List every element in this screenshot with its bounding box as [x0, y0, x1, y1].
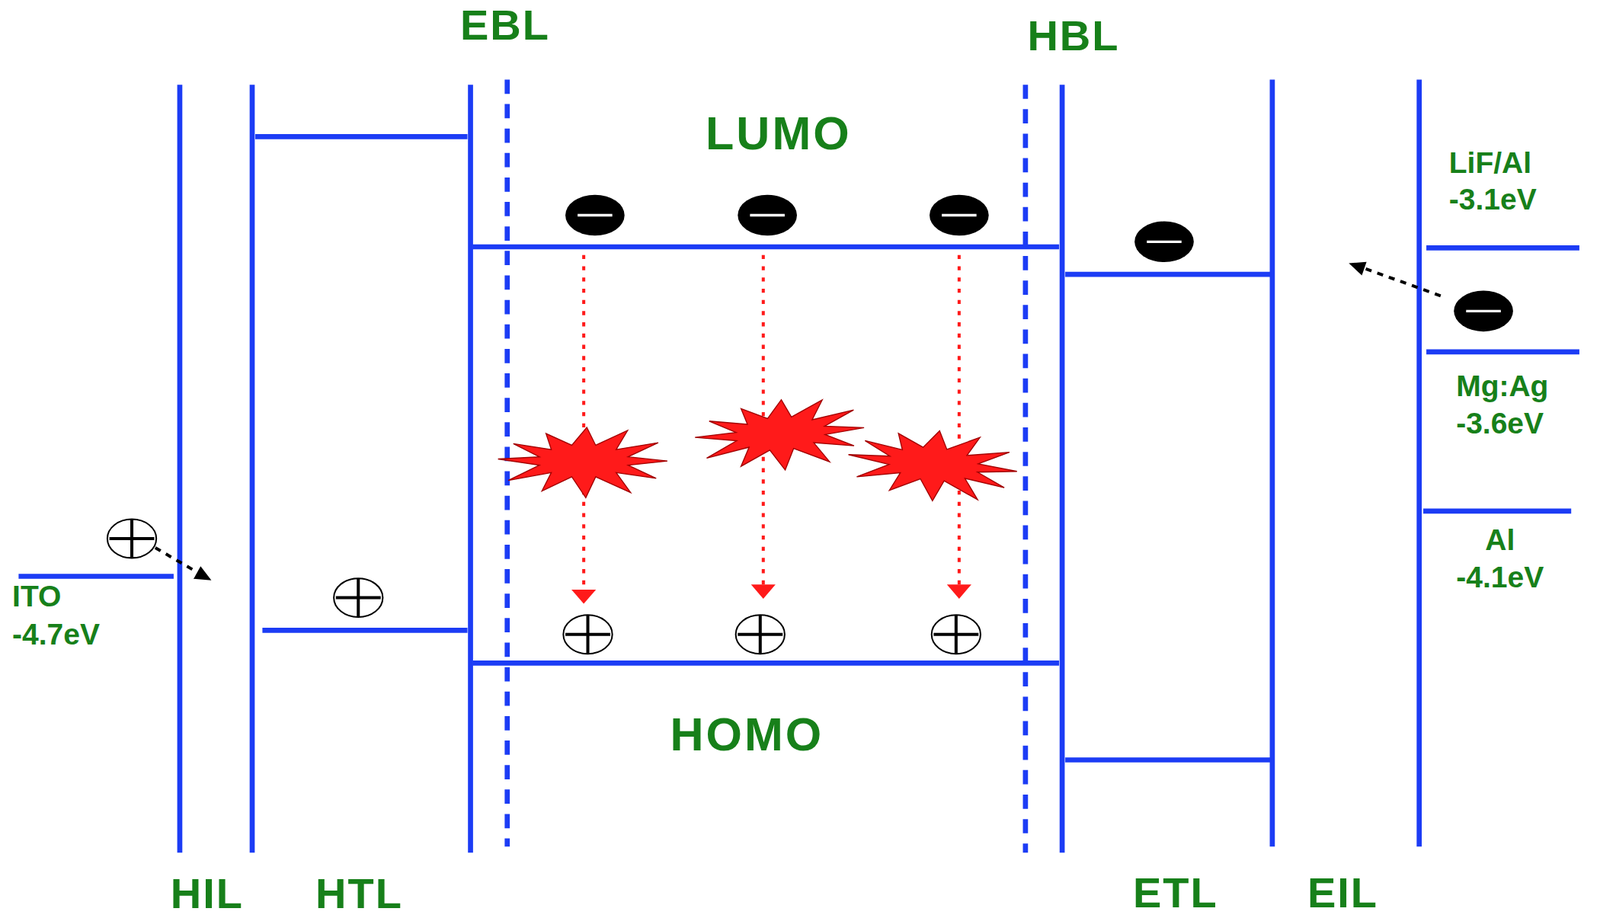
- orbital-label: HOMO: [669, 711, 824, 759]
- hole: [333, 578, 383, 618]
- minus-sign: [941, 214, 977, 217]
- layer-label: EIL: [1307, 871, 1379, 915]
- energy-level: [262, 627, 468, 634]
- hole: [107, 518, 157, 558]
- layer-label: ETL: [1132, 871, 1219, 915]
- arrowhead: [571, 589, 596, 605]
- energy-level: [1423, 508, 1572, 514]
- electron-symbols: [565, 195, 1514, 332]
- layer-boundary: [467, 84, 474, 853]
- layer-boundary: [1270, 79, 1276, 847]
- injection-arrow: [155, 547, 198, 573]
- plus-sign: [109, 518, 155, 558]
- minus-sign: [1146, 240, 1182, 244]
- electron: [1453, 291, 1514, 333]
- recombination-arrow: [957, 255, 961, 585]
- work-function-label: Mg:Ag -3.6eV: [1456, 368, 1556, 443]
- layer-boundary: [177, 84, 183, 853]
- layer-boundary: [1059, 84, 1066, 853]
- layer-label: HIL: [170, 872, 244, 916]
- energy-level: [1065, 272, 1271, 278]
- plus-sign: [933, 614, 979, 654]
- arrowhead: [1348, 262, 1367, 276]
- energy-level: [472, 660, 1060, 666]
- emission-burst: [498, 427, 668, 498]
- electron: [565, 195, 625, 237]
- layer-boundary: [1416, 79, 1422, 847]
- work-function-label: LiF/Al -3.1eV: [1449, 144, 1543, 220]
- minus-sign: [577, 214, 613, 217]
- layer-boundary: [249, 84, 256, 853]
- hole: [931, 614, 981, 654]
- minus-sign: [749, 214, 785, 217]
- energy-level: [1426, 245, 1580, 251]
- arrowhead: [947, 584, 972, 599]
- electron: [737, 195, 797, 237]
- blocking-layer-boundary: [504, 79, 510, 847]
- hole: [736, 614, 785, 654]
- energy-level: [255, 134, 468, 140]
- work-function-label: ITO -4.7eV: [12, 577, 106, 654]
- emission-burst: [692, 393, 867, 477]
- energy-level: [472, 244, 1060, 250]
- energy-level: [1426, 349, 1580, 356]
- plus-sign: [336, 578, 381, 618]
- electron: [929, 195, 989, 237]
- plus-sign: [565, 614, 611, 654]
- arrowhead: [751, 584, 776, 599]
- minus-sign: [1465, 310, 1501, 313]
- recombination-arrow: [582, 255, 586, 590]
- electron: [1134, 221, 1194, 263]
- work-function-label: Al -4.1eV: [1452, 521, 1547, 597]
- arrowhead: [193, 566, 212, 580]
- hole-symbols: [107, 518, 981, 654]
- layer-label: EBL: [460, 3, 551, 47]
- energy-level: [1065, 757, 1271, 763]
- layer-label: HTL: [315, 872, 404, 916]
- orbital-label: LUMO: [705, 110, 852, 157]
- layer-label: HBL: [1027, 14, 1120, 58]
- plus-sign: [737, 614, 783, 654]
- injection-arrow: [1363, 268, 1440, 296]
- hole: [563, 614, 612, 654]
- energy-level: [18, 573, 174, 580]
- blocking-layer-boundary: [1023, 84, 1029, 853]
- emission-burst: [844, 422, 1020, 508]
